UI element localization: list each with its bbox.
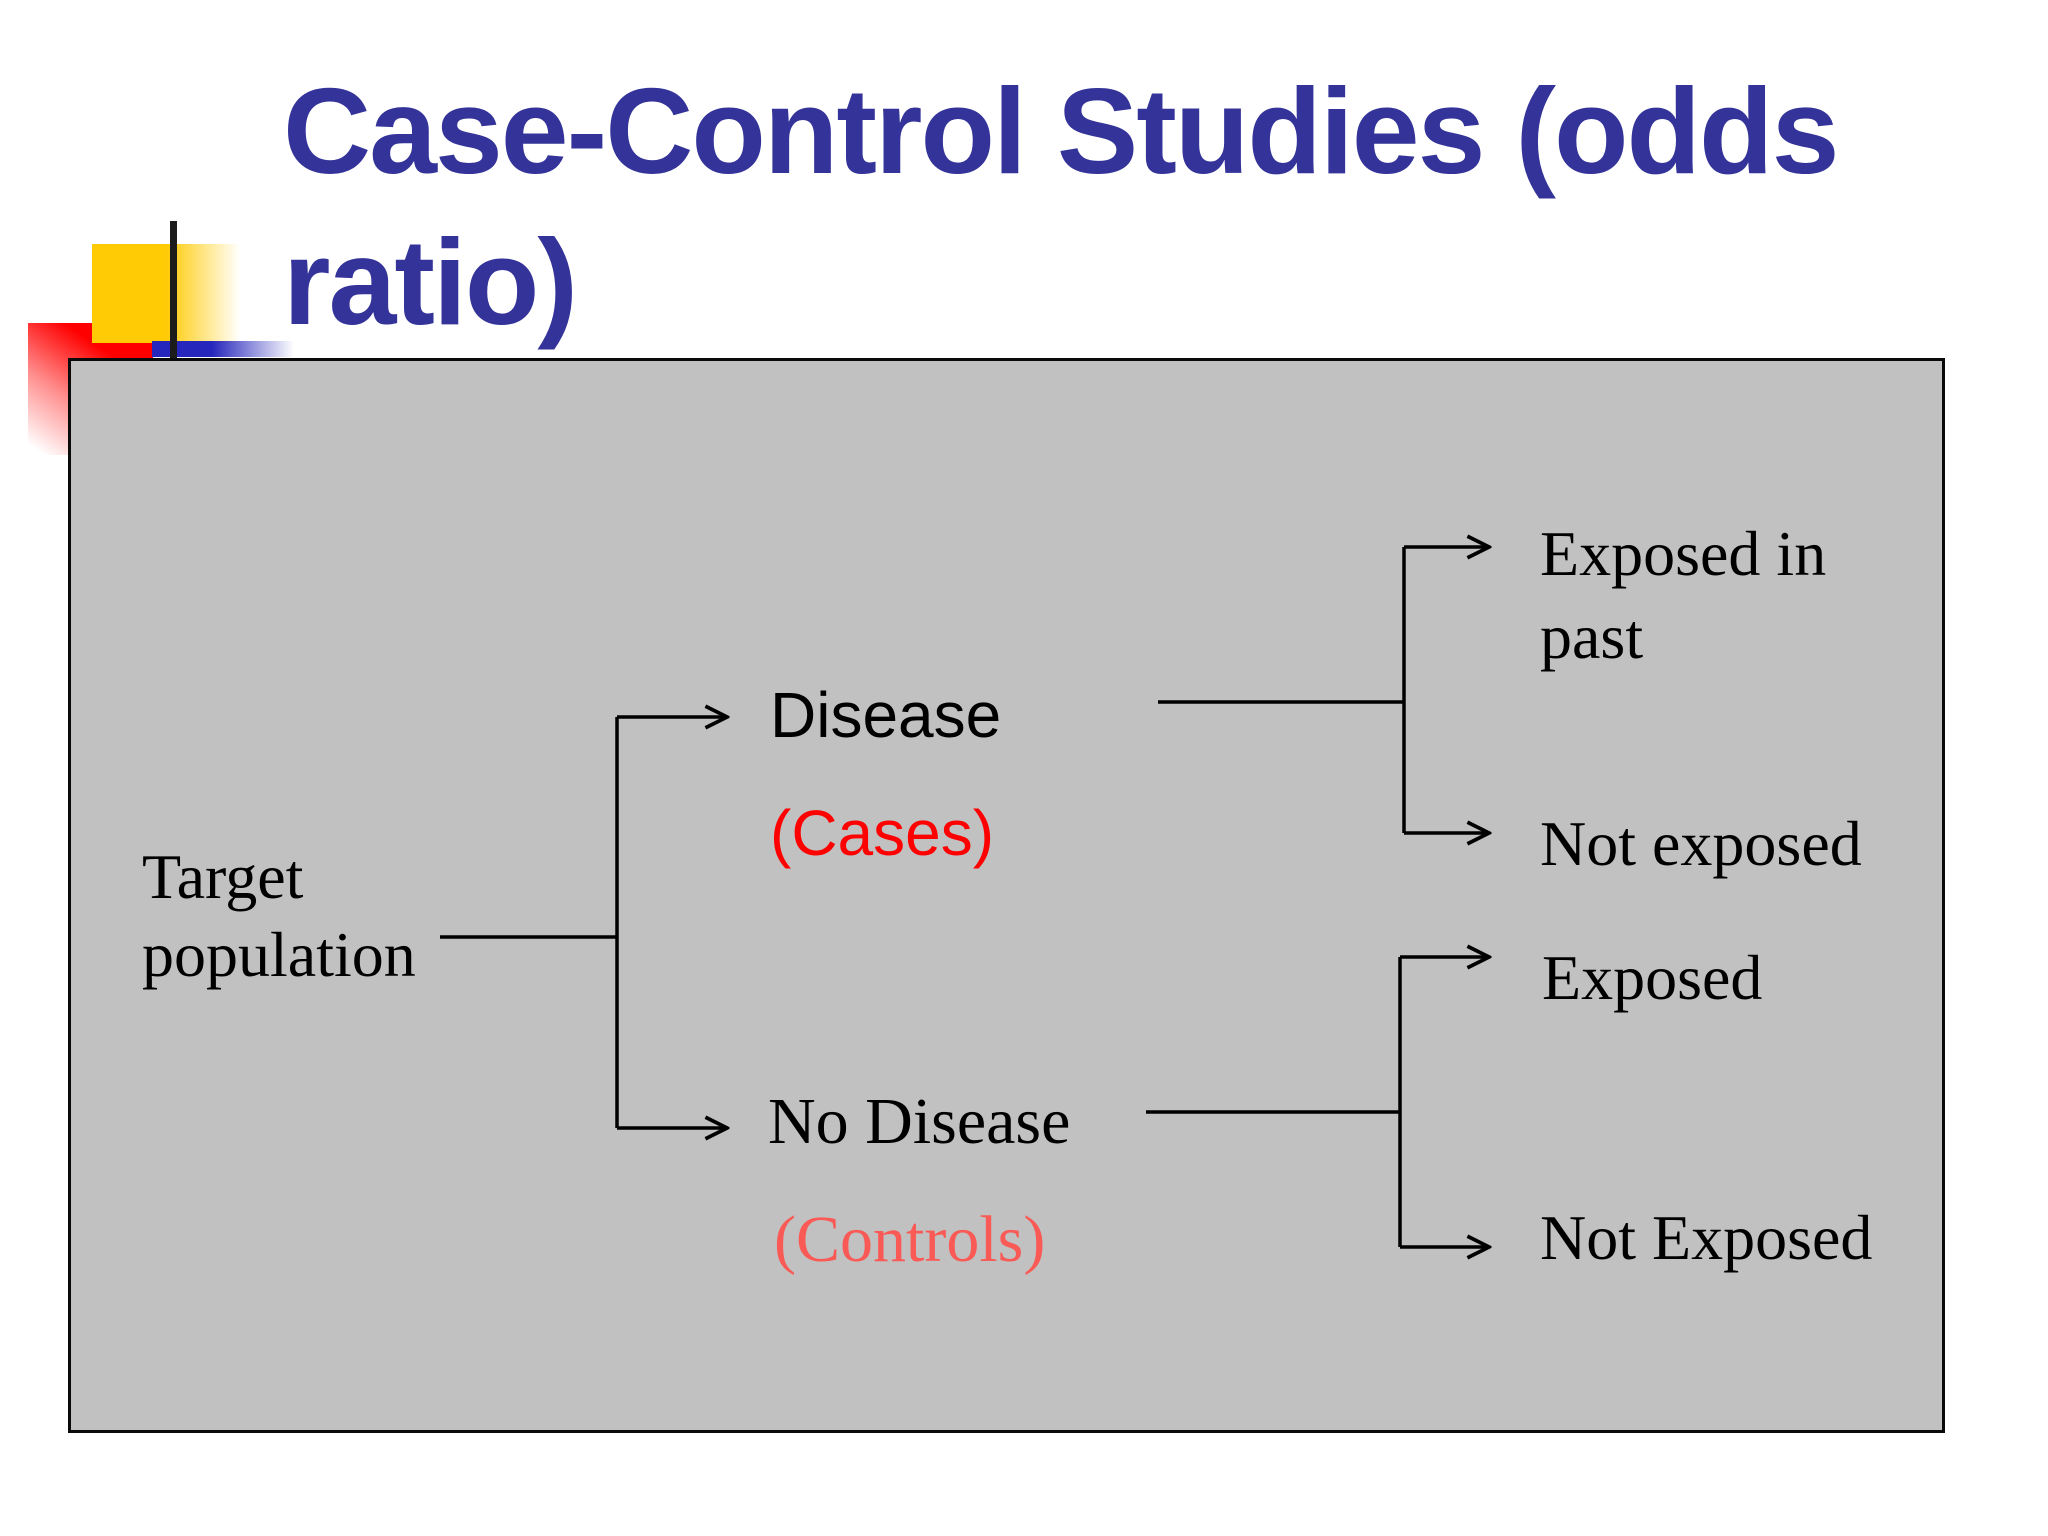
node-no-disease: No Disease — [768, 1085, 1071, 1158]
decorative-black-line — [170, 221, 177, 361]
node-exposed: Exposed — [1542, 942, 1763, 1013]
slide-title: Case-Control Studies (odds ratio) — [283, 56, 1839, 359]
node-exposed-in-past: Exposed in past — [1540, 518, 1827, 673]
slide-title-line2: ratio) — [283, 214, 578, 351]
node-not-exposed: Not exposed — [1540, 808, 1862, 879]
node-controls: (Controls) — [774, 1203, 1046, 1276]
decorative-yellow-square — [92, 244, 240, 343]
node-not-exposed-capital: Not Exposed — [1540, 1202, 1873, 1273]
decorative-blue-bar — [152, 341, 294, 357]
node-target-population: Target population — [142, 841, 416, 991]
diagram-panel — [68, 358, 1945, 1433]
node-cases: (Cases) — [770, 797, 995, 869]
node-disease: Disease — [770, 679, 1002, 751]
slide-title-line1: Case-Control Studies (odds — [283, 63, 1839, 199]
